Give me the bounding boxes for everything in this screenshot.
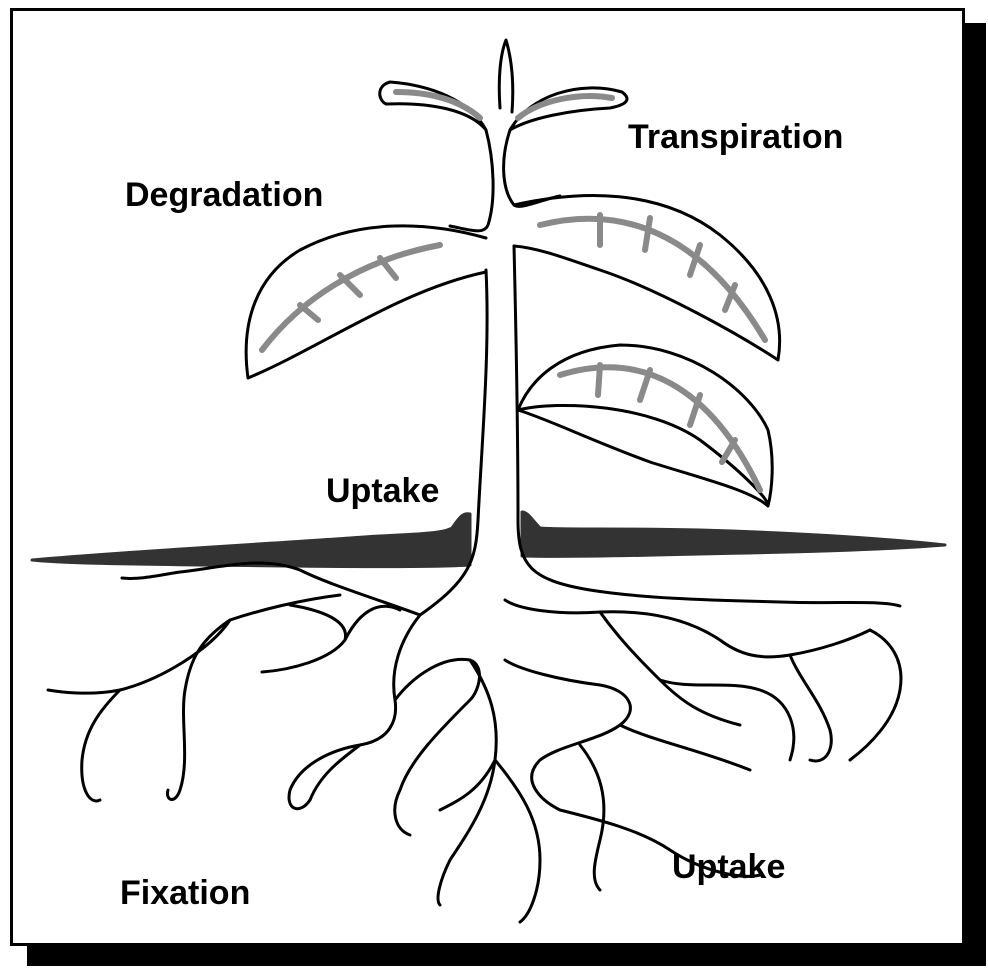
root-far-right [790, 630, 901, 761]
stem [420, 246, 900, 615]
upper-stem [450, 130, 560, 231]
vein-upper-right [540, 215, 765, 340]
label-fixation: Fixation [120, 876, 250, 910]
root-center [438, 660, 540, 922]
label-uptake-roots: Uptake [672, 850, 785, 884]
soil-left [32, 514, 470, 567]
label-uptake-stem: Uptake [326, 474, 439, 508]
label-degradation: Degradation [125, 178, 323, 212]
vein-upper-left [262, 245, 440, 350]
label-transpiration: Transpiration [628, 120, 843, 154]
root-center-left [289, 615, 479, 835]
leaf-lower-right [518, 345, 772, 506]
vein-bud-right [518, 96, 612, 118]
top-tip [499, 40, 513, 112]
soil-right [522, 512, 945, 556]
root-left-main [48, 563, 420, 801]
leaf-upper-left [246, 226, 486, 378]
root-right-upper [505, 600, 870, 760]
